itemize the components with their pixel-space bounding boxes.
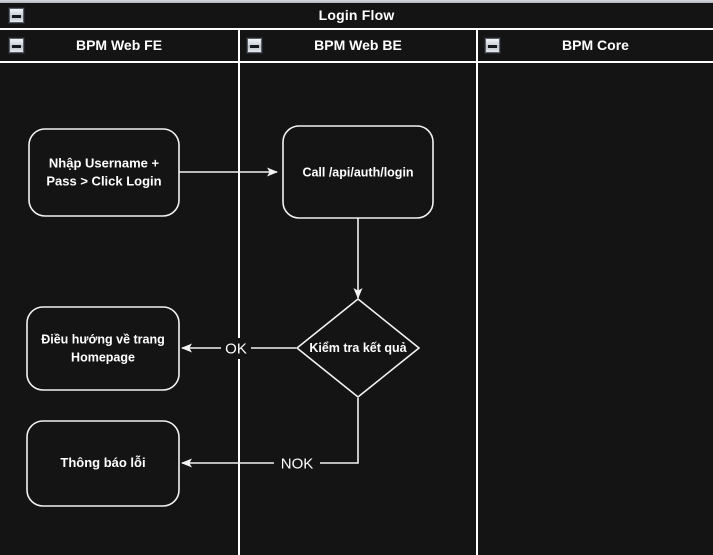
pool-header: Login Flow — [0, 3, 713, 30]
task-node-label-line2: Homepage — [71, 350, 135, 364]
lane-label-be: BPM Web BE — [314, 37, 402, 53]
minimize-icon[interactable] — [485, 38, 500, 53]
edge-label-ok: OK — [225, 340, 247, 357]
minimize-icon[interactable] — [9, 8, 24, 23]
lane-header-fe[interactable]: BPM Web FE — [0, 30, 238, 63]
task-node-label-line1: Nhập Username + — [49, 155, 160, 170]
pool-title: Login Flow — [318, 7, 395, 23]
edge-n3-to-n4[interactable]: OK — [181, 338, 296, 359]
minimize-icon[interactable] — [247, 38, 262, 53]
task-node-label-line2: Pass > Click Login — [46, 173, 161, 188]
task-node-call-api-auth-login[interactable]: Call /api/auth/login — [282, 125, 434, 219]
task-node-label-line1: Điều hướng về trang — [41, 332, 165, 346]
lane-label-fe: BPM Web FE — [75, 37, 163, 53]
lane-header-core[interactable]: BPM Core — [478, 30, 713, 63]
lane-divider-fe-be — [238, 30, 240, 555]
lane-label-core: BPM Core — [562, 37, 629, 53]
lane-header-be[interactable]: BPM Web BE — [240, 30, 476, 63]
task-node-nhap-username[interactable]: Nhập Username + Pass > Click Login — [28, 128, 180, 217]
minimize-icon[interactable] — [9, 38, 24, 53]
task-node-label-line1: Thông báo lỗi — [60, 455, 145, 470]
task-node-thong-bao-loi[interactable]: Thông báo lỗi — [26, 420, 180, 507]
task-node-label-line1: Call /api/auth/login — [302, 165, 413, 179]
gateway-node-label: Kiểm tra kết quả — [309, 341, 407, 355]
window-chrome-strip — [0, 0, 713, 3]
lane-divider-be-core — [476, 30, 478, 555]
edge-label-nok: NOK — [281, 455, 314, 472]
edge-n3-to-n5[interactable]: NOK — [181, 398, 359, 474]
task-node-dieu-huong-homepage[interactable]: Điều hướng về trang Homepage — [26, 306, 180, 391]
gateway-node-kiem-tra-ket-qua[interactable]: Kiểm tra kết quả — [295, 297, 421, 399]
lane-body-core — [478, 63, 713, 555]
